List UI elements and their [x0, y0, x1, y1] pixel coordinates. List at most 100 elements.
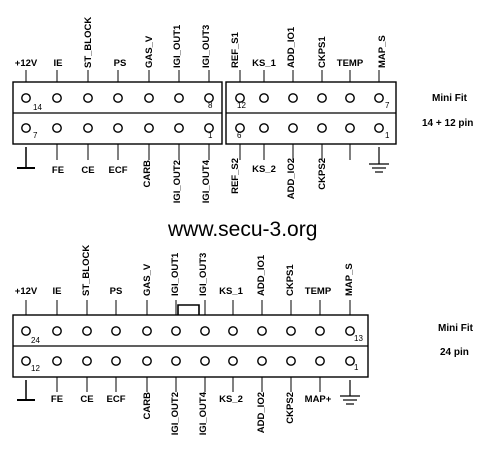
pin-label: REF_S1: [230, 31, 241, 68]
pin-number: 1: [385, 131, 390, 140]
pin-socket: [174, 123, 184, 133]
pin-number: 13: [354, 334, 363, 343]
pin-socket: [200, 326, 210, 336]
pin-socket: [204, 93, 214, 103]
pin-socket: [52, 326, 62, 336]
pin-socket: [111, 326, 121, 336]
pin-socket: [204, 123, 214, 133]
pin-label: FE: [52, 165, 64, 176]
pin-number: 8: [208, 101, 213, 110]
pin-label: CARB: [142, 392, 153, 420]
pin-label: CKPS2: [317, 158, 328, 190]
pin-socket: [259, 123, 269, 133]
pin-socket: [82, 326, 92, 336]
connector-a-subtitle: 14 + 12 pin: [422, 118, 473, 129]
pin-label: CE: [80, 394, 93, 405]
pin-label: CKPS1: [285, 264, 296, 296]
pin-socket: [257, 326, 267, 336]
connector-b-top-labels: +12V IE ST_BLOCK PS GAS_V IGI_OUT1 IGI_O…: [15, 245, 355, 297]
pin-number: 1: [208, 131, 213, 140]
pin-socket: [259, 93, 269, 103]
connector-a-right-bottom-labels: REF_S2 KS_2 ADD_IO2 CKPS2: [230, 158, 328, 199]
pin-socket: [288, 93, 298, 103]
pin-label: +12V: [15, 286, 38, 297]
pin-socket: [374, 123, 384, 133]
pin-socket: [228, 356, 238, 366]
pin-socket: [235, 123, 245, 133]
pin-socket: [142, 326, 152, 336]
connector-b-latch: [177, 304, 200, 315]
pin-label: CKPS1: [317, 36, 328, 68]
pin-socket: [200, 356, 210, 366]
pin-socket: [83, 123, 93, 133]
pin-label: ECF: [109, 165, 128, 176]
pin-socket: [286, 356, 296, 366]
connector-a-label-leaders: [25, 70, 380, 160]
connector-a-left-top-labels: +12V IE ST_BLOCK PS GAS_V IGI_OUT1 IGI_O…: [15, 17, 212, 69]
pin-label: IGI_OUT2: [172, 160, 183, 203]
pin-socket: [144, 93, 154, 103]
site-watermark: www.secu-3.org: [167, 218, 317, 241]
pin-label: CKPS2: [285, 392, 296, 424]
pin-socket: [21, 356, 31, 366]
pin-number: 7: [33, 131, 38, 140]
pin-socket: [315, 326, 325, 336]
pin-socket: [228, 326, 238, 336]
pin-label: GAS_V: [142, 263, 153, 296]
pin-label: PS: [110, 286, 123, 297]
pin-label: MAP_S: [344, 263, 355, 296]
pin-label: REF_S2: [230, 158, 241, 194]
pin-label: IGI_OUT4: [201, 159, 212, 203]
pin-number: 7: [385, 101, 390, 110]
pin-socket: [315, 356, 325, 366]
pin-socket: [288, 123, 298, 133]
connector-24: +12V IE ST_BLOCK PS GAS_V IGI_OUT1 IGI_O…: [12, 245, 474, 435]
pin-socket: [345, 123, 355, 133]
pin-label: CARB: [142, 160, 153, 188]
pin-label: TEMP: [337, 58, 364, 69]
pin-socket: [142, 356, 152, 366]
pin-socket: [82, 356, 92, 366]
pin-number: 6: [237, 131, 242, 140]
pin-label: ADD_IO2: [256, 392, 267, 433]
pin-label: ADD_IO1: [286, 26, 297, 68]
pin-socket: [317, 123, 327, 133]
pin-socket: [21, 123, 31, 133]
pin-label: IGI_OUT1: [172, 24, 183, 68]
pin-socket: [345, 356, 355, 366]
pin-socket: [21, 93, 31, 103]
pin-socket: [345, 93, 355, 103]
pin-label: MAP_S: [377, 35, 388, 68]
pin-socket: [113, 123, 123, 133]
pin-socket: [286, 326, 296, 336]
pin-label: IGI_OUT1: [170, 252, 181, 296]
pin-label: ADD_IO1: [256, 254, 267, 296]
pin-label: KS_2: [252, 164, 276, 175]
pin-socket: [111, 356, 121, 366]
pin-label: GAS_V: [144, 35, 155, 68]
pin-label: IE: [54, 58, 63, 69]
pin-socket: [144, 123, 154, 133]
pin-label: ADD_IO2: [286, 158, 297, 199]
pin-label: ST_BLOCK: [81, 245, 92, 296]
pin-number: 14: [33, 103, 42, 112]
chassis-ground-icon: [369, 147, 389, 173]
pin-number: 24: [31, 336, 40, 345]
pin-label: IE: [53, 286, 62, 297]
connector-a-title: Mini Fit: [432, 93, 468, 104]
ground-icon: [17, 147, 35, 169]
pin-label: ECF: [107, 394, 126, 405]
pin-label: IGI_OUT4: [198, 391, 209, 435]
pin-socket: [171, 356, 181, 366]
pin-socket: [52, 123, 62, 133]
ground-icon: [17, 380, 35, 401]
connector-b-subtitle: 24 pin: [440, 347, 469, 358]
connector-a-right-top-labels: REF_S1 KS_1 ADD_IO1 CKPS1 TEMP MAP_S: [230, 26, 388, 69]
pin-socket: [257, 356, 267, 366]
pin-socket: [174, 93, 184, 103]
pin-label: ST_BLOCK: [83, 17, 94, 68]
connector-b-bottom-labels: FE CE ECF CARB IGI_OUT2 IGI_OUT4 KS_2 AD…: [51, 391, 332, 435]
connector-a-pins: [21, 93, 384, 133]
chassis-ground-icon: [340, 380, 360, 405]
